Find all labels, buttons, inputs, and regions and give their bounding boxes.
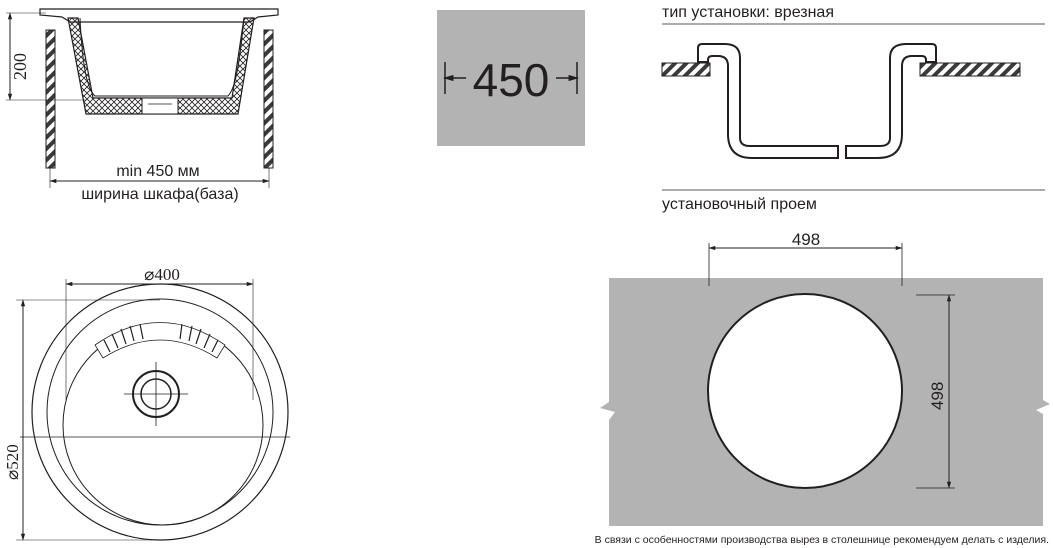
installation-type-section: тип установки: врезная	[661, 4, 1045, 159]
cabinet-wall-right	[263, 29, 274, 169]
sink-profile-right	[845, 43, 937, 159]
min-width-label: min 450 мм	[116, 163, 199, 180]
depth-dimension-label: 200	[10, 53, 30, 80]
side-view: 200 min 450 мм ширина шкафа(база)	[6, 8, 279, 203]
inner-diameter-label: ⌀400	[144, 265, 180, 284]
cabinet-wall-left	[45, 29, 56, 169]
ribbed-area	[94, 322, 226, 359]
countertop-slab-right	[919, 62, 1021, 77]
outer-diameter-label: ⌀520	[3, 444, 22, 480]
installation-opening-section: установочный проем 498 498	[600, 189, 1050, 526]
cutout-circle	[707, 293, 903, 489]
drain-outlet	[141, 97, 179, 115]
opening-height-label: 498	[928, 382, 947, 410]
countertop-slab-left	[661, 62, 711, 77]
cabinet-size-badge: 450	[437, 10, 585, 146]
opening-label: установочный проем	[662, 196, 817, 213]
installation-type-label: тип установки: врезная	[662, 4, 834, 21]
footnote: В связи с особенностями производства выр…	[595, 534, 1049, 546]
sink-profile-left	[697, 43, 839, 159]
top-view: ⌀400 ⌀520	[3, 265, 290, 541]
badge-value: 450	[473, 54, 550, 106]
opening-width-label: 498	[792, 230, 820, 249]
cabinet-width-label: ширина шкафа(база)	[81, 186, 238, 203]
